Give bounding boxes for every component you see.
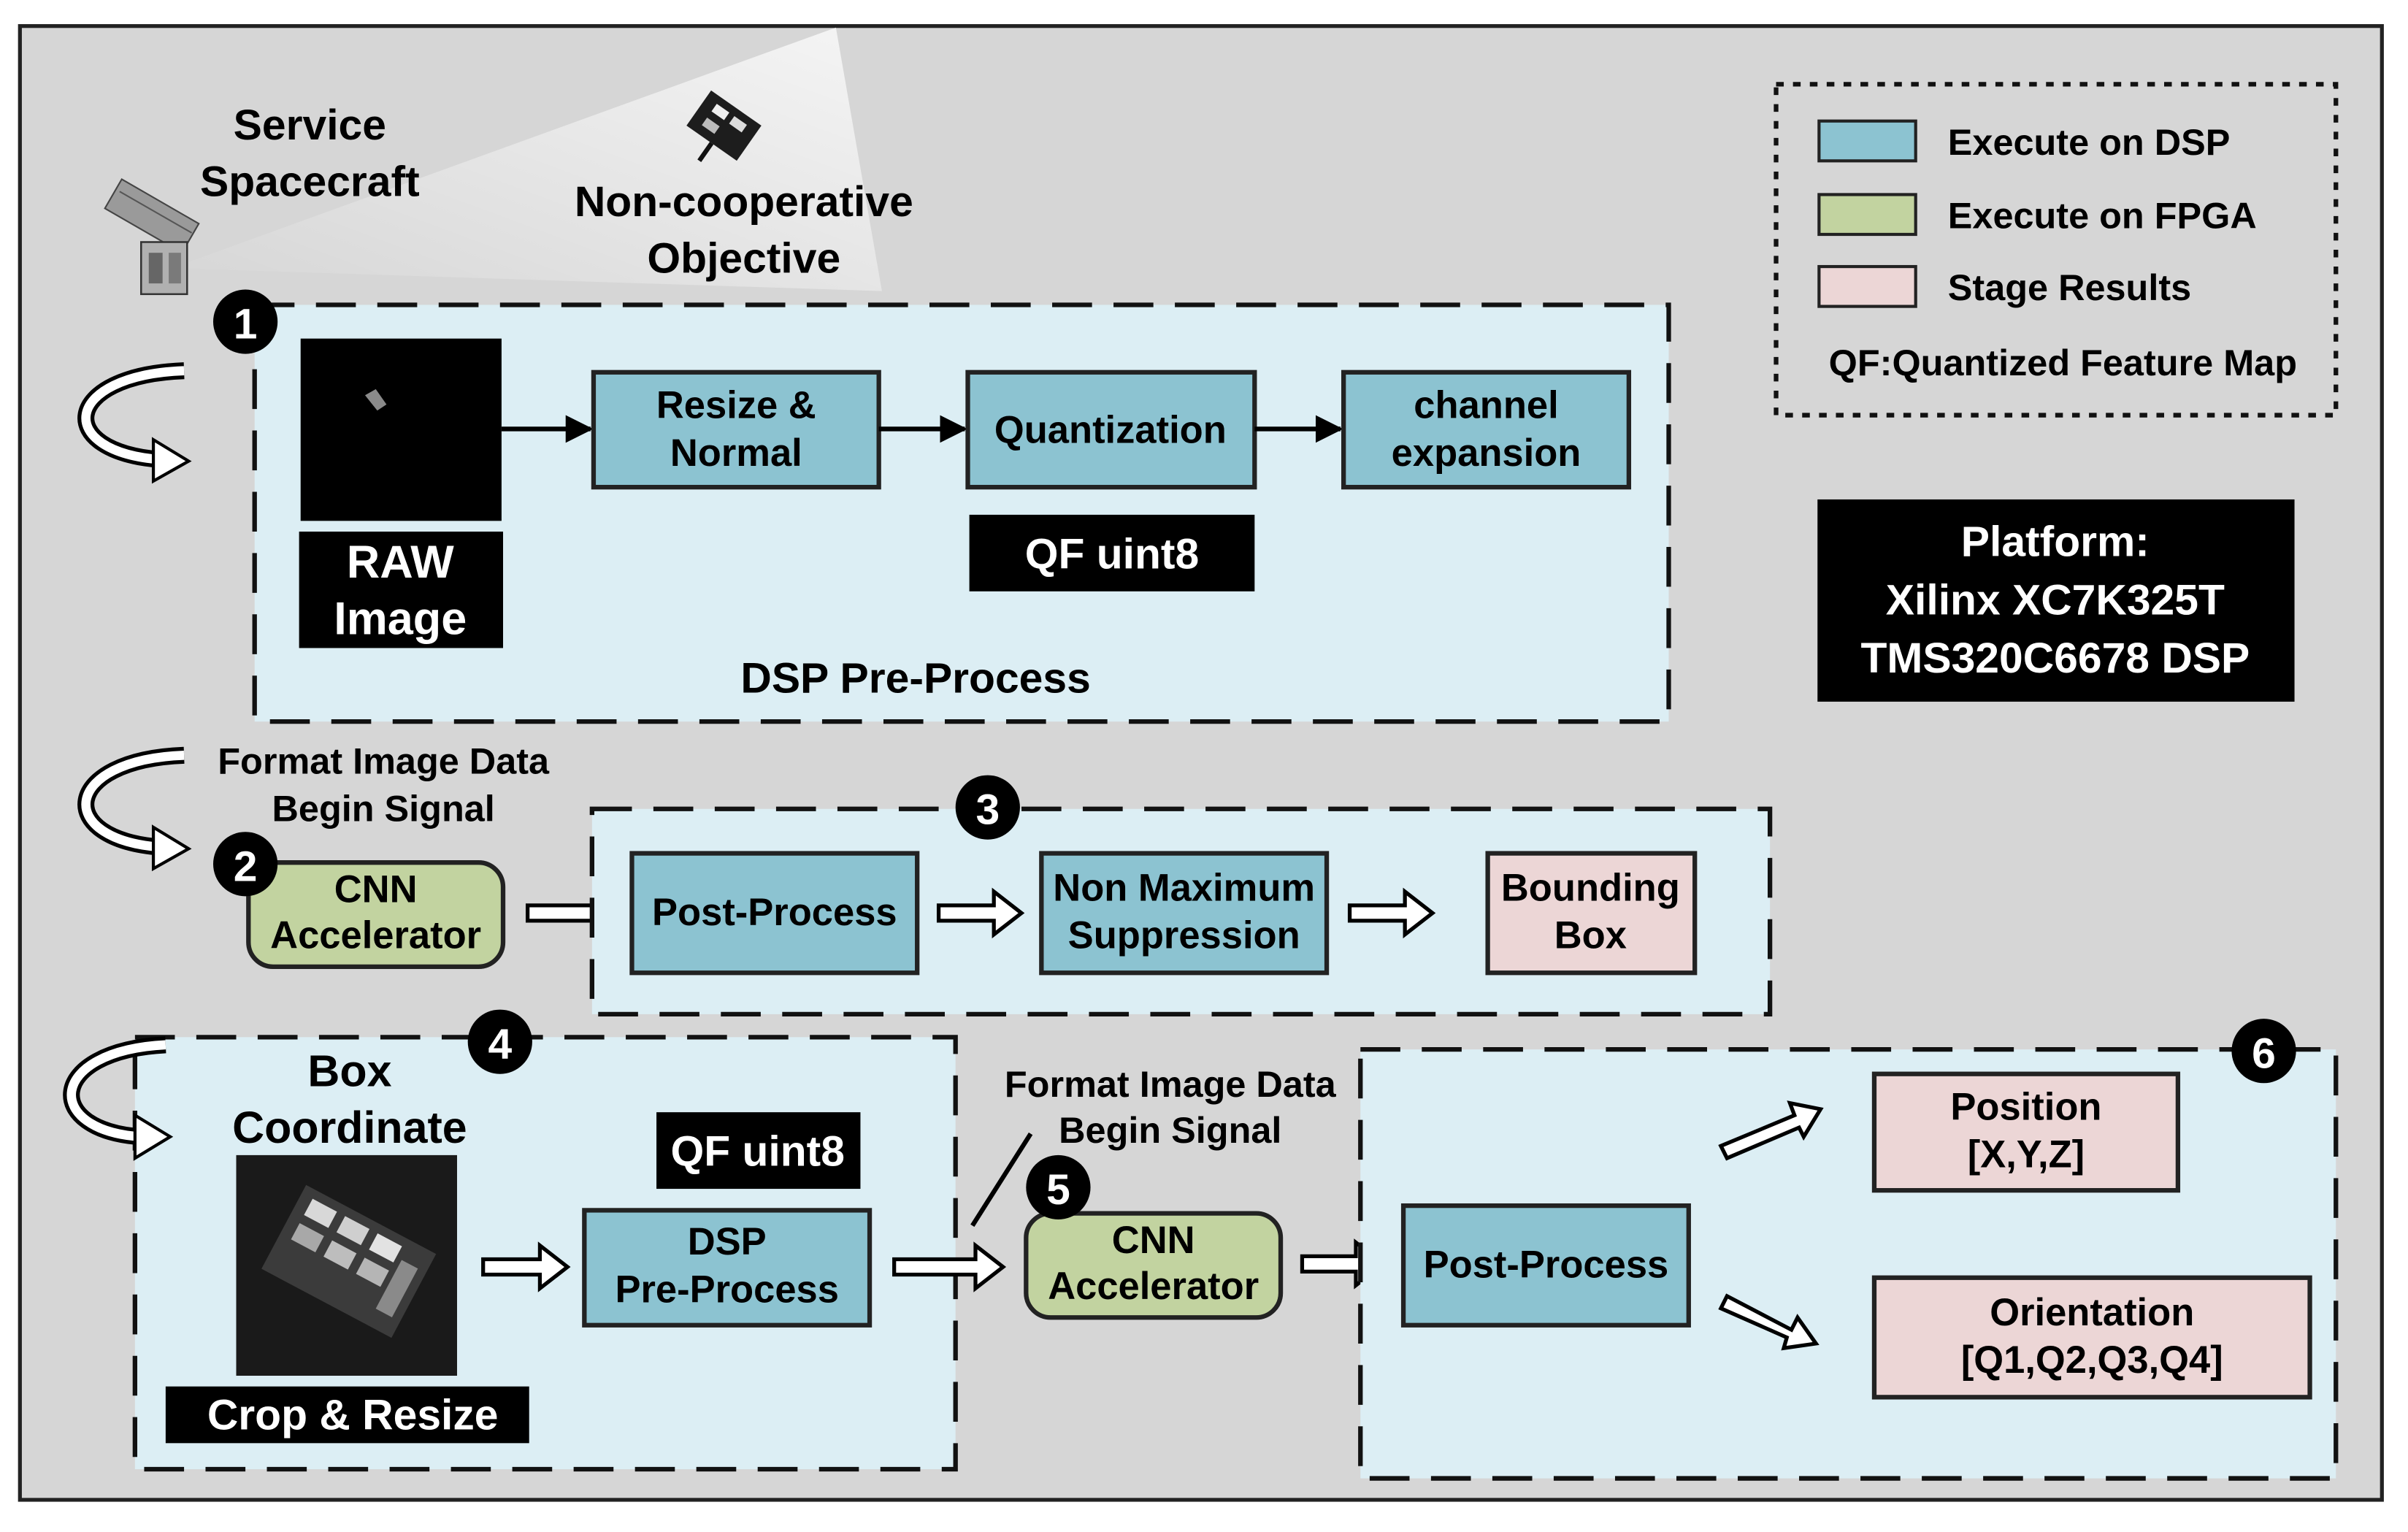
signal-pointer bbox=[970, 1132, 1033, 1227]
resize-normal-label: Resize & bbox=[656, 384, 816, 427]
orientation-label: [Q1,Q2,Q3,Q4] bbox=[1961, 1338, 2223, 1382]
qf-uint8-label: QF uint8 bbox=[1025, 530, 1199, 578]
step-number: 2 bbox=[234, 843, 258, 890]
signal-label: Format Image Data bbox=[218, 740, 550, 782]
cnn-accelerator-label: Accelerator bbox=[270, 914, 481, 957]
nms-label: Non Maximum bbox=[1053, 867, 1315, 910]
loop-arrow-icon bbox=[77, 746, 192, 872]
sensor-beam bbox=[172, 27, 882, 291]
service-spacecraft-label: Service bbox=[234, 102, 386, 149]
dsp-preprocess-label: DSP bbox=[688, 1220, 767, 1263]
cropped-image-thumbnail bbox=[236, 1154, 457, 1376]
legend-swatch-fpga bbox=[1817, 193, 1917, 237]
dsp-preprocess-block bbox=[582, 1208, 873, 1328]
nms-label: Suppression bbox=[1068, 914, 1300, 957]
cnn-accelerator-label: CNN bbox=[1112, 1219, 1195, 1262]
box-coordinate-label: Box bbox=[307, 1046, 391, 1096]
raw-image-label: Image bbox=[334, 594, 467, 645]
platform-line: Platform: bbox=[1961, 518, 2150, 566]
qf-uint8-badge bbox=[969, 514, 1255, 591]
hollow-arrow-icon bbox=[1718, 1293, 1820, 1351]
raw-image-target bbox=[364, 388, 387, 411]
hollow-arrow-icon bbox=[936, 887, 1025, 939]
box-coordinate-label: Coordinate bbox=[232, 1103, 467, 1152]
crop-resize-label-box bbox=[165, 1386, 529, 1444]
legend: Execute on DSP Execute on FPGA Stage Res… bbox=[1774, 82, 2339, 418]
channel-expansion-label: channel bbox=[1414, 384, 1558, 427]
quantization-block bbox=[965, 369, 1257, 490]
hollow-arrow-icon bbox=[481, 1241, 571, 1292]
dsp-preprocess-label: Pre-Process bbox=[615, 1268, 838, 1311]
service-spacecraft-icon bbox=[104, 177, 200, 296]
step-number: 3 bbox=[975, 786, 1000, 834]
step-number: 4 bbox=[488, 1021, 512, 1068]
step-badge-6 bbox=[2231, 1019, 2296, 1084]
step-number: 5 bbox=[1046, 1166, 1070, 1214]
position-block bbox=[1871, 1071, 2181, 1193]
crop-resize-label: Crop & Resize bbox=[207, 1391, 499, 1439]
service-spacecraft-label: Spacecraft bbox=[200, 158, 420, 206]
cnn-accelerator-label: CNN bbox=[334, 868, 418, 911]
platform-line: Xilinx XC7K325T bbox=[1886, 576, 2225, 624]
step-badge-1 bbox=[212, 289, 278, 354]
cnn-accelerator-block bbox=[246, 860, 506, 969]
orientation-label: Orientation bbox=[1990, 1291, 2194, 1334]
objective-label: Objective bbox=[647, 234, 840, 282]
signal-label: Begin Signal bbox=[272, 788, 495, 830]
legend-label-dsp: Execute on DSP bbox=[1948, 121, 2231, 163]
step-number: 6 bbox=[2252, 1030, 2276, 1077]
post-process-block bbox=[629, 851, 920, 976]
channel-expansion-label: expansion bbox=[1392, 432, 1581, 475]
qf-uint8-badge bbox=[656, 1112, 861, 1190]
hollow-arrow-icon bbox=[892, 1241, 1007, 1292]
step-badge-4 bbox=[467, 1009, 532, 1074]
position-label: [X,Y,Z] bbox=[1968, 1133, 2085, 1176]
raw-image-label: RAW bbox=[347, 537, 455, 588]
legend-swatch-dsp bbox=[1817, 119, 1917, 163]
nms-block bbox=[1039, 851, 1330, 976]
quantization-label: Quantization bbox=[994, 408, 1227, 451]
position-label: Position bbox=[1950, 1086, 2101, 1129]
step-badge-2 bbox=[212, 832, 278, 897]
stage1-title: DSP Pre-Process bbox=[740, 654, 1090, 702]
orientation-block bbox=[1871, 1275, 2312, 1400]
legend-label-stage: Stage Results bbox=[1948, 267, 2191, 308]
bounding-box-label: Bounding bbox=[1501, 867, 1680, 910]
platform-line: TMS320C6678 DSP bbox=[1860, 635, 2250, 682]
legend-label-fpga: Execute on FPGA bbox=[1948, 195, 2257, 237]
channel-expansion-block bbox=[1341, 369, 1632, 490]
legend-qf-note: QF:Quantized Feature Map bbox=[1829, 342, 2297, 383]
step-number: 1 bbox=[234, 301, 258, 348]
resize-normal-label: Normal bbox=[670, 432, 802, 475]
post-process-label: Post-Process bbox=[1424, 1244, 1669, 1287]
objective-label: Non-cooperative bbox=[575, 178, 913, 226]
hollow-arrow-icon bbox=[1347, 887, 1436, 939]
bounding-box-block bbox=[1485, 851, 1698, 976]
loop-arrow-icon bbox=[63, 1036, 174, 1161]
cnn-accelerator-block bbox=[1024, 1211, 1284, 1320]
step-badge-5 bbox=[1026, 1154, 1091, 1220]
signal-label: Format Image Data bbox=[1005, 1063, 1337, 1105]
loop-arrow-icon bbox=[77, 362, 192, 484]
legend-swatch-stage bbox=[1817, 264, 1917, 308]
hollow-arrow-icon bbox=[1718, 1100, 1824, 1161]
signal-label: Begin Signal bbox=[1059, 1109, 1281, 1151]
post-process-label: Post-Process bbox=[652, 891, 897, 934]
step-badge-3 bbox=[955, 775, 1020, 840]
raw-image-thumbnail bbox=[300, 338, 502, 521]
cnn-accelerator-label: Accelerator bbox=[1048, 1265, 1259, 1308]
post-process-block bbox=[1400, 1203, 1691, 1328]
target-satellite-icon bbox=[686, 90, 762, 162]
qf-uint8-label: QF uint8 bbox=[670, 1128, 844, 1176]
raw-image-label-box bbox=[299, 532, 504, 648]
platform-box: Platform: Xilinx XC7K325T TMS320C6678 DS… bbox=[1817, 499, 2295, 702]
bounding-box-label: Box bbox=[1554, 914, 1627, 957]
